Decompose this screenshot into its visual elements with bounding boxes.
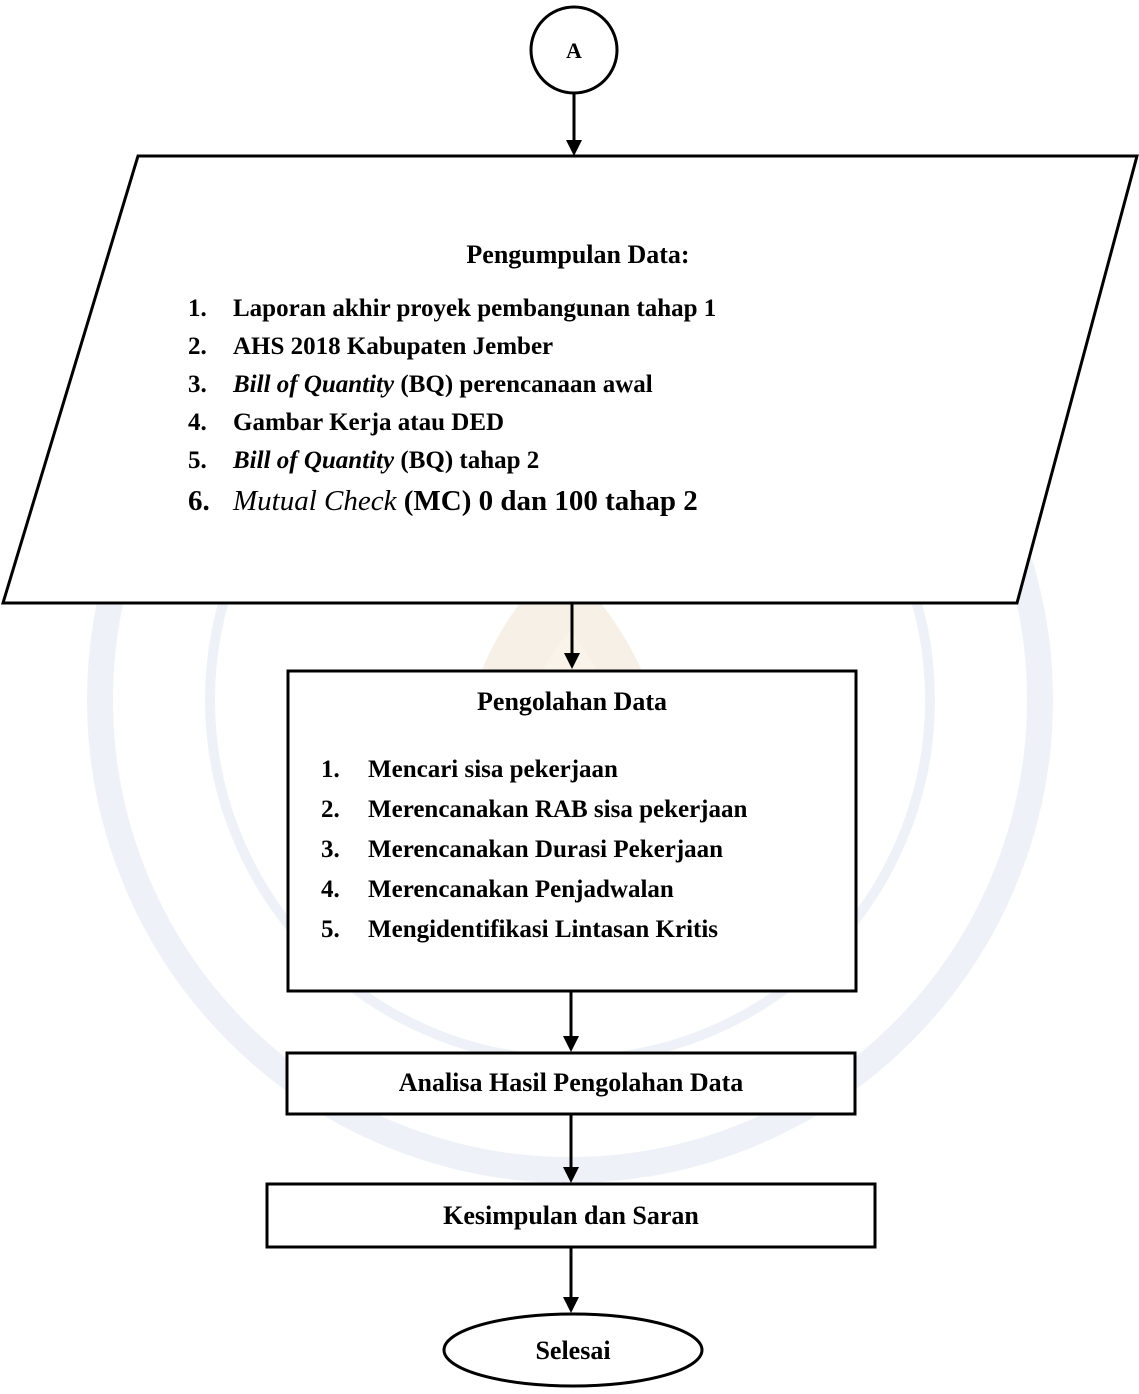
list-number: 5. <box>321 916 340 943</box>
italic-term: Mutual Check <box>232 485 398 517</box>
arrow-analysis-to-conclusion <box>563 1115 579 1183</box>
list-number: 2. <box>321 796 340 823</box>
list-number: 3. <box>188 371 207 398</box>
list-number: 1. <box>188 295 207 322</box>
list-number: 1. <box>321 756 340 783</box>
arrow-processing-to-analysis <box>563 992 579 1052</box>
data-processing-item: 4. Merencanakan Penjadwalan <box>321 876 674 903</box>
list-text: Mengidentifikasi Lintasan Kritis <box>368 916 718 943</box>
end-terminator: Selesai <box>442 1312 704 1388</box>
list-number: 2. <box>188 333 207 360</box>
end-label: Selesai <box>535 1336 610 1365</box>
data-collection-item: 2. AHS 2018 Kabupaten Jember <box>188 333 553 360</box>
item-text: Laporan akhir proyek pembangunan tahap 1 <box>233 295 716 322</box>
analysis-label: Analisa Hasil Pengolahan Data <box>399 1068 744 1097</box>
list-number: 4. <box>321 876 340 903</box>
item-text: Gambar Kerja atau DED <box>233 409 504 436</box>
arrow-input-to-processing <box>564 604 580 669</box>
list-number: 5. <box>188 447 207 474</box>
item-text: AHS 2018 Kabupaten Jember <box>233 333 553 360</box>
list-text: Merencanakan RAB sisa pekerjaan <box>368 796 748 823</box>
list-text: Mencari sisa pekerjaan <box>368 756 618 783</box>
data-processing-item: 1. Mencari sisa pekerjaan <box>321 756 618 783</box>
list-number: 3. <box>321 836 340 863</box>
connector-a: A <box>529 5 619 95</box>
item-text: (BQ) perencanaan awal <box>394 371 653 398</box>
arrow-connector-to-input <box>566 93 582 156</box>
italic-term: Bill of Quantity <box>232 371 395 398</box>
list-number: 4. <box>188 409 207 436</box>
data-processing-title: Pengolahan Data <box>477 687 667 716</box>
item-text: (BQ) tahap 2 <box>394 447 539 474</box>
analysis-box: Analisa Hasil Pengolahan Data <box>285 1051 857 1116</box>
list-text: Bill of Quantity (BQ) tahap 2 <box>232 447 539 474</box>
list-text: Mutual Check (MC) 0 dan 100 tahap 2 <box>232 485 698 517</box>
data-collection-item: 3. Bill of Quantity (BQ) perencanaan awal <box>188 371 653 398</box>
list-text: Merencanakan Penjadwalan <box>368 876 674 903</box>
conclusion-box: Kesimpulan dan Saran <box>265 1182 877 1249</box>
list-text: Bill of Quantity (BQ) perencanaan awal <box>232 371 653 398</box>
data-processing-box: Pengolahan Data 1. Mencari sisa pekerjaan… <box>286 669 858 993</box>
connector-label: A <box>566 38 582 63</box>
data-processing-item: 2. Merencanakan RAB sisa pekerjaan <box>321 796 748 823</box>
conclusion-label: Kesimpulan dan Saran <box>443 1201 699 1230</box>
data-collection-item: 1. Laporan akhir proyek pembangunan tahap… <box>188 295 716 322</box>
arrow-conclusion-to-end <box>563 1248 579 1313</box>
item-text: (MC) 0 dan 100 tahap 2 <box>396 485 697 517</box>
data-collection-item: 5. Bill of Quantity (BQ) tahap 2 <box>188 447 539 474</box>
list-text: Gambar Kerja atau DED <box>233 409 504 436</box>
data-collection-list: 1. Laporan akhir proyek pembangunan tahap… <box>188 295 716 517</box>
data-collection-item: 6. Mutual Check (MC) 0 dan 100 tahap 2 <box>188 485 698 517</box>
data-processing-item: 3. Merencanakan Durasi Pekerjaan <box>321 836 723 863</box>
list-number: 6. <box>188 485 210 517</box>
data-collection-box: Pengumpulan Data: 1. Laporan akhir proyek… <box>0 154 1139 605</box>
data-collection-title: Pengumpulan Data: <box>466 240 689 269</box>
data-processing-list: 1. Mencari sisa pekerjaan 2. Merencanakan R… <box>321 756 748 943</box>
list-text: Merencanakan Durasi Pekerjaan <box>368 836 723 863</box>
italic-term: Bill of Quantity <box>232 447 395 474</box>
list-text: AHS 2018 Kabupaten Jember <box>233 333 553 360</box>
data-collection-item: 4. Gambar Kerja atau DED <box>188 409 504 436</box>
data-processing-item: 5. Mengidentifikasi Lintasan Kritis <box>321 916 718 943</box>
list-text: Laporan akhir proyek pembangunan tahap 1 <box>233 295 716 322</box>
